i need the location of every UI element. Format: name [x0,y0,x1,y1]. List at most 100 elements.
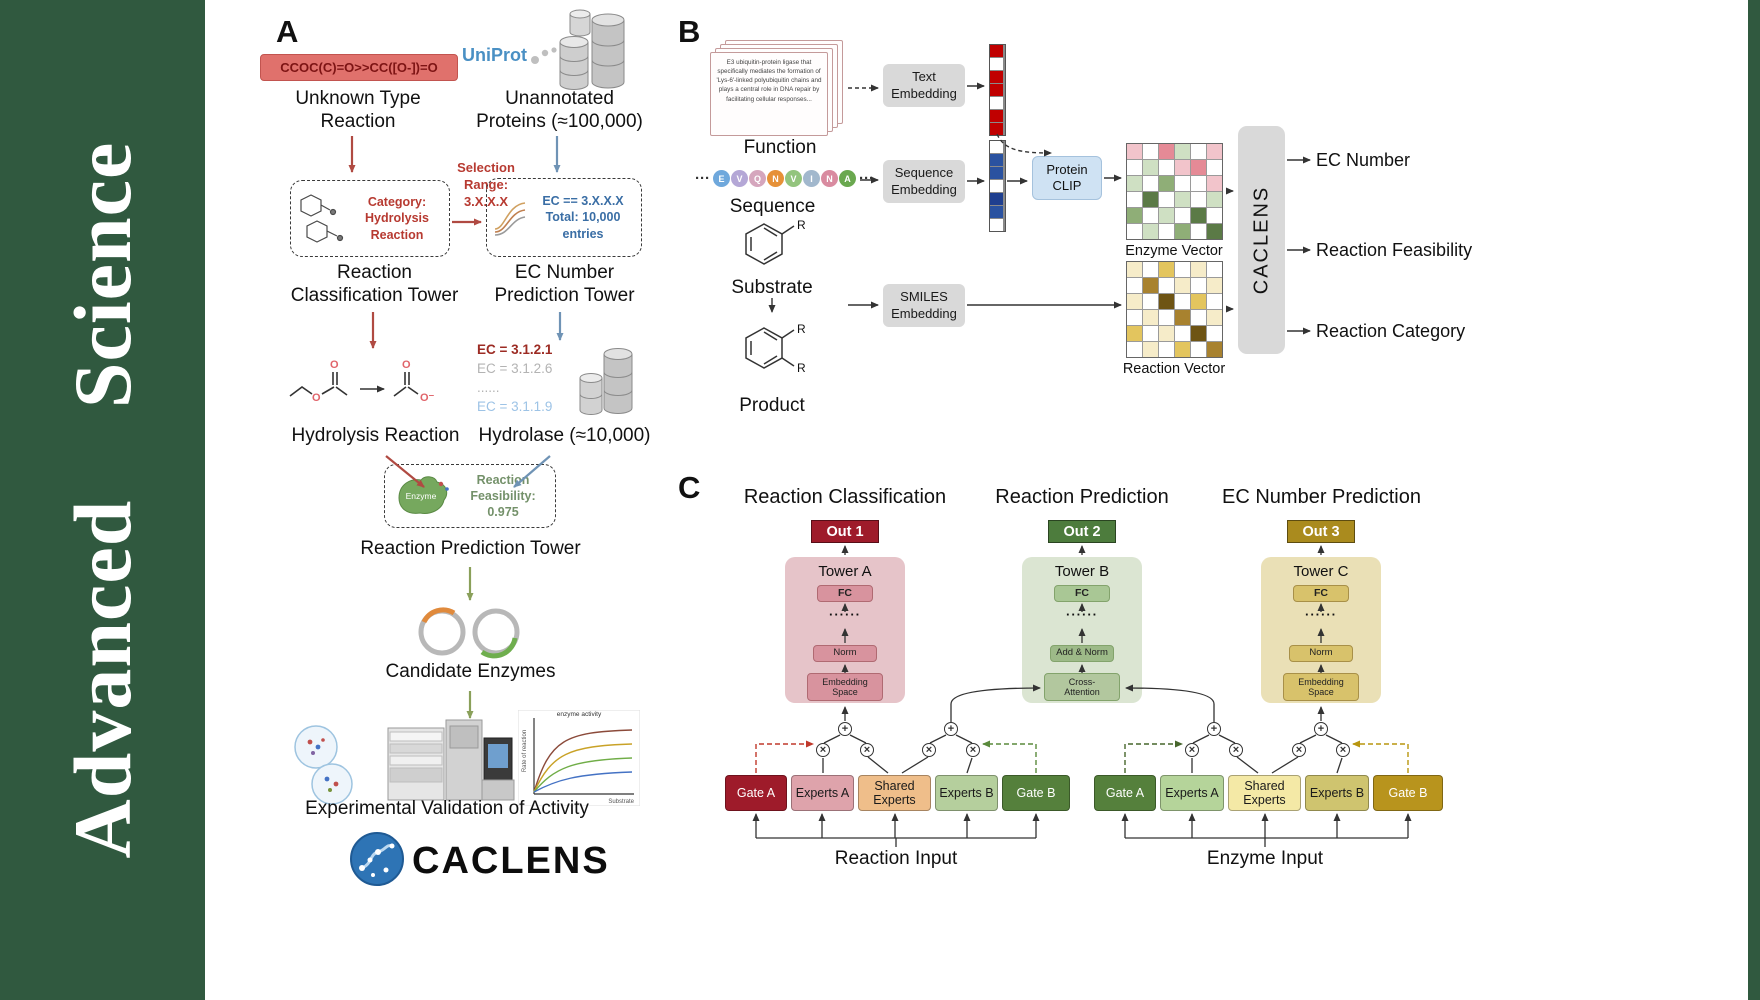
product-node [1229,743,1243,757]
molecules-icon [300,193,344,243]
unannotated-proteins-label: Unannotated Proteins (≈100,000) [476,88,643,133]
grid-cell [990,97,1003,109]
grid-cell [1207,160,1222,175]
grid-cell [1191,278,1206,293]
grid-cell [1143,326,1158,341]
output-ec-number: EC Number [1316,150,1411,170]
panel-c-label: C [678,470,701,505]
product-node [1336,743,1350,757]
grid-cell [1159,310,1174,325]
grid-cell [1175,160,1190,175]
grid-cell [1159,192,1174,207]
grid-cell [1191,192,1206,207]
tower-b-add-norm: Add & Norm [1050,645,1114,662]
grid-cell [1127,278,1142,293]
function-label: Function [743,137,817,158]
tower-a: Tower A FC ······ Norm Embedding Space [785,557,905,703]
output-reaction-category: Reaction Category [1316,321,1466,341]
output-reaction-feasibility: Reaction Feasibility [1316,240,1473,260]
activity-graph-title: enzyme activity [556,711,602,718]
grid-cell [1127,208,1142,223]
grid-cell [1207,310,1222,325]
grid-cell [1175,176,1190,191]
grid-cell [1127,326,1142,341]
enzyme-experts-b-box: Experts B [1305,775,1369,811]
experimental-validation-label: Experimental Validation of Activity [305,798,589,819]
grid-cell [1143,294,1158,309]
grid-cell [1143,176,1158,191]
grid-cell [1143,160,1158,175]
grid-cell [1159,326,1174,341]
r-group-label: R [797,361,806,375]
residue-circle: N [821,170,838,187]
grid-cell [990,141,1003,153]
grid-cell [1159,294,1174,309]
grid-cell [990,154,1003,166]
sequence-label: Sequence [729,196,816,217]
category-text: Category: Hydrolysis Reaction [365,195,429,242]
sample-dishes-icon [294,725,353,805]
grid-cell [1207,144,1222,159]
grid-cell [1175,310,1190,325]
reaction-vector-matrix [1126,261,1223,358]
reaction-classification-box: Category: Hydrolysis Reaction [290,180,450,257]
product-node [966,743,980,757]
grid-cell [990,84,1003,96]
ec-item: EC = 3.1.1.9 [477,399,553,414]
grid-cell [1207,278,1222,293]
residue-circle: V [785,170,802,187]
product-label: Product [739,395,805,416]
reaction-gate-b-box: Gate B [1002,775,1070,811]
ec-item: ...... [477,380,500,395]
tower-c-embedding-space: Embedding Space [1283,673,1359,701]
grid-cell [1143,144,1158,159]
grid-cell [1207,294,1222,309]
out3-box: Out 3 [1287,520,1355,543]
grid-cell [1207,262,1222,277]
caclens-wordmark: CACLENS [412,840,610,882]
grid-cell [1127,224,1142,239]
header-ec-number-prediction: EC Number Prediction [1222,486,1421,508]
sequence-ellipsis: ··· [695,170,710,187]
grid-cell [990,71,1003,83]
enzyme-blob-label: Enzyme [406,491,437,501]
grid-cell [1191,208,1206,223]
atom-o: O [330,359,339,371]
reaction-experts-a-box: Experts A [791,775,854,811]
grid-cell [1143,224,1158,239]
hydrolase-label: Hydrolase (≈10,000) [478,425,651,446]
grid-cell [1207,342,1222,357]
activity-graph-ylabel: Rate of reaction [522,729,529,773]
activity-graph: enzyme activity Substrate Rate of reacti… [517,709,641,807]
grid-cell [1159,208,1174,223]
grid-cell [1127,262,1142,277]
hplc-instrument-icon [387,719,515,801]
classification-tower-label: Reaction Classification Tower [290,262,459,307]
plasmid-icons [418,607,520,659]
grid-cell [990,58,1003,70]
uniprot-swirl-icon [531,47,569,64]
header-reaction-classification: Reaction Classification [743,486,947,508]
reaction-experts-b-box: Experts B [935,775,998,811]
caclens-module-box: CACLENS [1238,126,1285,354]
ec-item: EC = 3.1.2.1 [477,342,553,357]
product-node [816,743,830,757]
grid-cell [1175,208,1190,223]
sum-node [838,722,852,736]
tower-a-norm: Norm [813,645,877,662]
feasibility-text: Reaction Feasibility: 0.975 [470,472,536,520]
grid-cell [1143,310,1158,325]
grid-cell [990,110,1003,122]
unknown-reaction-label: Unknown Type Reaction [295,88,421,133]
grid-cell [1175,342,1190,357]
tower-c-norm: Norm [1289,645,1353,662]
activity-graph-xlabel: Substrate [608,799,634,805]
enzyme-experts-a-box: Experts A [1160,775,1224,811]
grid-cell [1191,176,1206,191]
grid-cell [1191,310,1206,325]
grid-cell [990,180,1003,192]
header-reaction-prediction: Reaction Prediction [995,486,1169,508]
database-cluster-icon [559,9,625,90]
grid-cell [1159,262,1174,277]
